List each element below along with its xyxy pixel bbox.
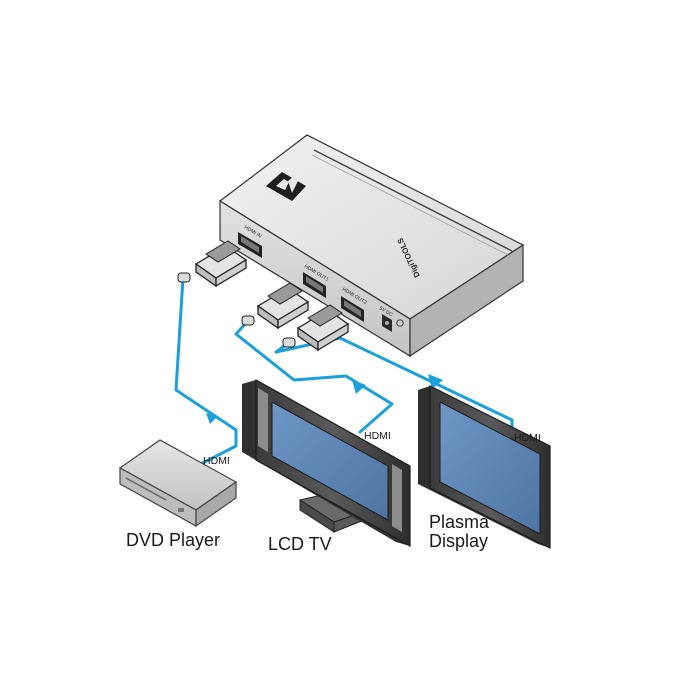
cable-out2-to-plasma: [274, 336, 514, 438]
dvd-hdmi-label: HDMI: [203, 455, 230, 467]
cable-arrow-icon: [206, 413, 218, 424]
dvd-player-caption: DVD Player: [126, 530, 220, 550]
device-side-face: [409, 243, 524, 358]
plasma-hdmi-label: HDMI: [514, 432, 541, 444]
lcd-tv-caption: LCD TV: [268, 534, 332, 554]
hdmi-connector-icon: [241, 282, 310, 330]
plasma-screen: [439, 401, 541, 535]
hdmi-splitter-device: DigiTOOLS HDMI IN HDMI OUT1 HDMI OUT2 5V…: [218, 134, 525, 358]
cable-out1-to-lcd: [234, 320, 394, 434]
lcd-screen: [271, 401, 389, 521]
lcd-hdmi-label: HDMI: [364, 430, 391, 442]
cable-arrow-icon: [428, 374, 443, 389]
hdmi-connector-icon: [177, 240, 248, 288]
hdmi-connector-icon: [282, 304, 350, 352]
lcd-tv: [242, 378, 411, 548]
plasma-caption-line1: Plasma: [429, 512, 490, 532]
plasma-display: [418, 385, 551, 549]
cable-dvd-to-hdmi-in: [174, 276, 238, 469]
cable-arrow-icon: [352, 380, 366, 394]
dvd-player: [118, 439, 238, 528]
kramer-logo-icon: [266, 172, 306, 201]
plasma-caption-line2: Display: [429, 531, 488, 551]
